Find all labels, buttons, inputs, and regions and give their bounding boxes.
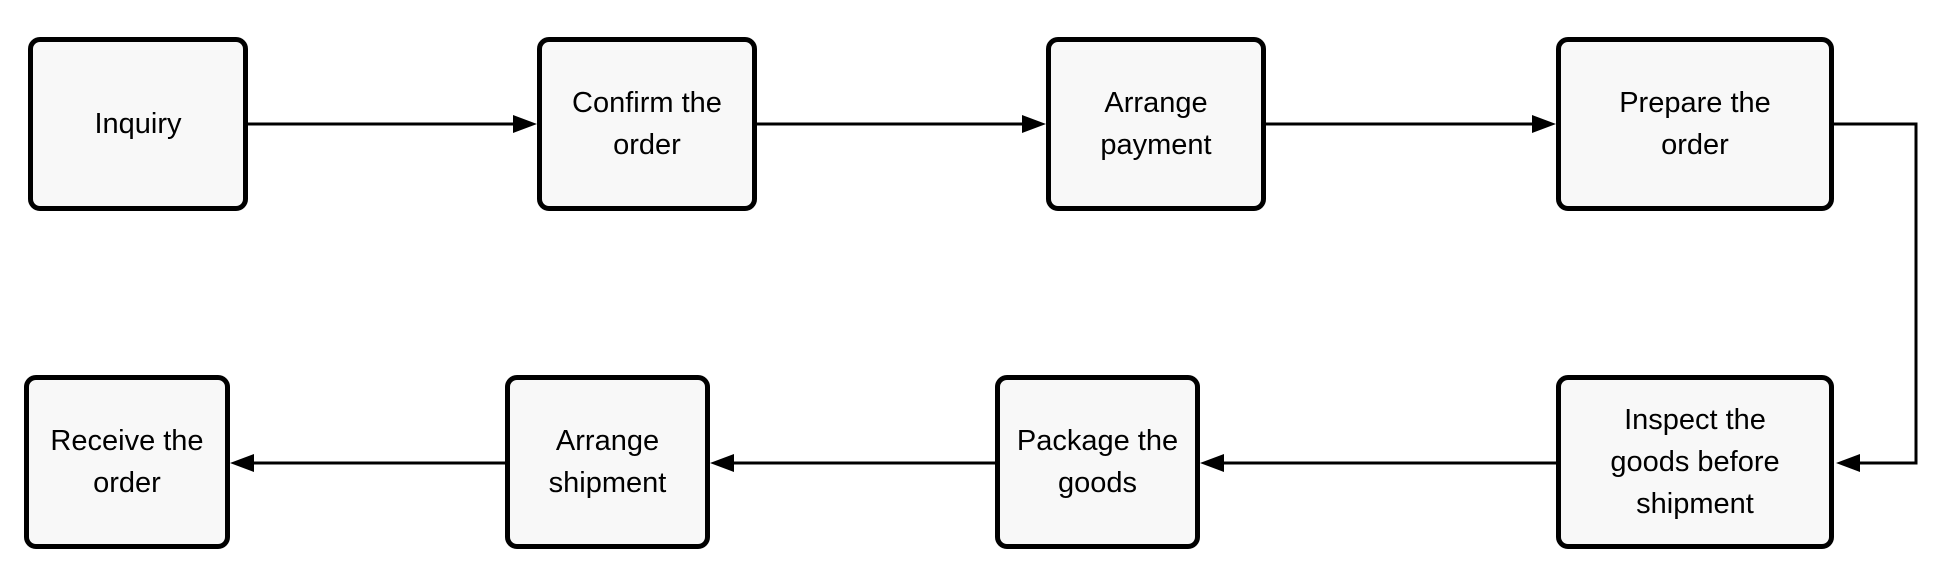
arrow-payment-to-prepare (1266, 115, 1556, 133)
arrow-prepare-to-inspect (1834, 122, 1918, 472)
arrow-inspect-to-package (1200, 454, 1556, 472)
node-receive-order-label: Receive the order (50, 425, 204, 499)
arrow-confirm-to-payment (757, 115, 1046, 133)
node-inspect-goods-label: Inspect the goods before shipment (1610, 404, 1780, 520)
node-arrange-payment: Arrange payment (1046, 37, 1266, 211)
node-package-goods: Package the goods (995, 375, 1200, 549)
node-prepare-order-label: Prepare the order (1619, 87, 1771, 161)
node-inquiry: Inquiry (28, 37, 248, 211)
node-confirm-order-label: Confirm the order (572, 87, 722, 161)
node-inspect-goods: Inspect the goods before shipment (1556, 375, 1834, 549)
arrow-inquiry-to-confirm (248, 115, 537, 133)
arrow-package-to-shipment (710, 454, 995, 472)
node-package-goods-label: Package the goods (1016, 425, 1179, 499)
node-arrange-shipment-label: Arrange shipment (548, 425, 667, 499)
node-inquiry-label: Inquiry (94, 108, 182, 140)
node-confirm-order: Confirm the order (537, 37, 757, 211)
arrow-shipment-to-receive (230, 454, 505, 472)
node-prepare-order: Prepare the order (1556, 37, 1834, 211)
node-arrange-shipment: Arrange shipment (505, 375, 710, 549)
node-receive-order: Receive the order (24, 375, 230, 549)
node-arrange-payment-label: Arrange payment (1100, 87, 1212, 161)
